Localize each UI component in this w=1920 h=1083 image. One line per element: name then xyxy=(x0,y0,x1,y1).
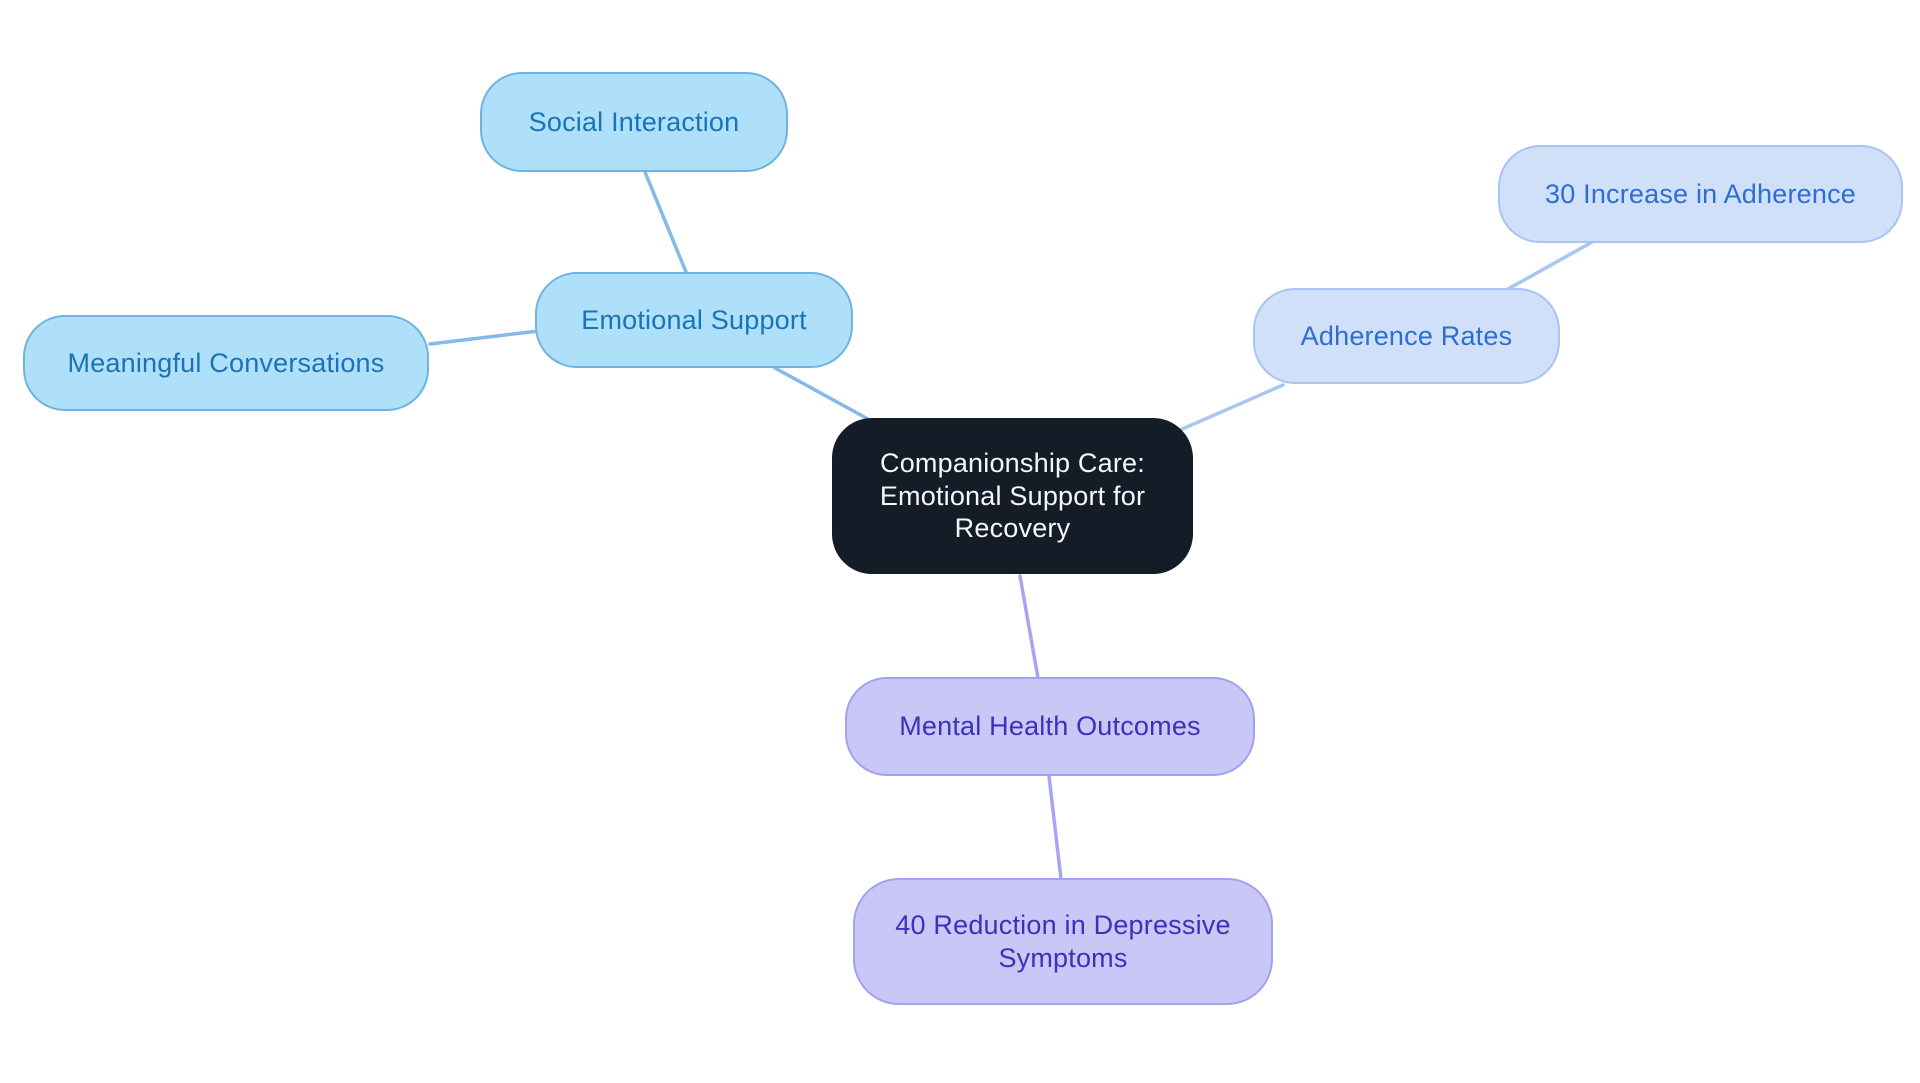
node-reduction-depressive-symptoms[interactable]: 40 Reduction in Depressive Symptoms xyxy=(853,878,1273,1005)
edge-center-to-mental xyxy=(1018,574,1040,680)
edge-mental-to-reduction xyxy=(1047,774,1063,881)
node-mental-health-outcomes[interactable]: Mental Health Outcomes xyxy=(845,677,1255,776)
node-center-companionship-care[interactable]: Companionship Care: Emotional Support fo… xyxy=(832,418,1193,574)
edge-social-to-emotional xyxy=(643,170,688,274)
edge-adherence-to-increase xyxy=(1506,239,1596,291)
node-adherence-rates[interactable]: Adherence Rates xyxy=(1253,288,1560,384)
node-emotional-support[interactable]: Emotional Support xyxy=(535,272,853,368)
node-meaningful-conversations[interactable]: Meaningful Conversations xyxy=(23,315,429,411)
edge-meaningful-to-emotional xyxy=(428,328,549,346)
edge-emotional-to-center xyxy=(773,366,870,421)
edge-center-to-adherence xyxy=(1178,383,1285,432)
node-increase-in-adherence[interactable]: 30 Increase in Adherence xyxy=(1498,145,1903,243)
node-social-interaction[interactable]: Social Interaction xyxy=(480,72,788,172)
